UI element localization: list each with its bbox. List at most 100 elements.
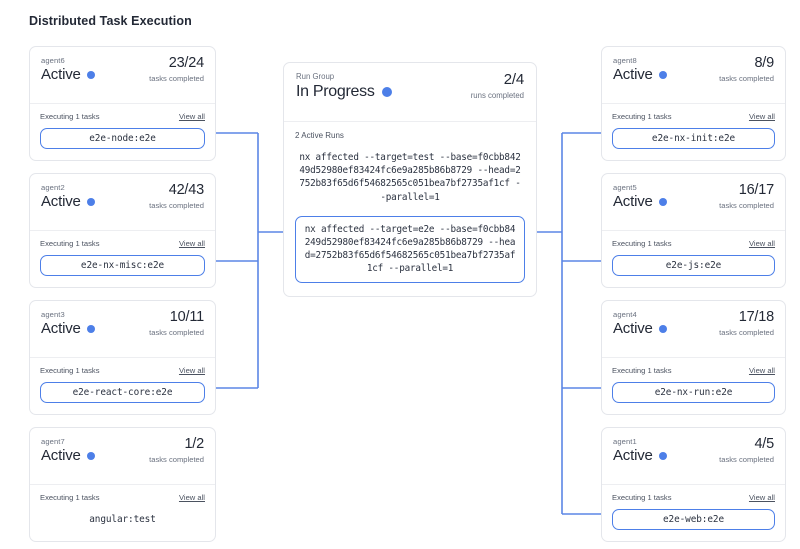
status-dot-icon: [658, 70, 667, 79]
tasks-count: 23/24: [168, 55, 204, 71]
view-all-link[interactable]: View all: [178, 112, 205, 121]
executing-label: Executing 1 tasks: [40, 493, 100, 502]
status-dot-icon: [86, 70, 95, 79]
tasks-count-label: tasks completed: [149, 201, 204, 210]
agent-card-body: Executing 1 tasks View all angular:test: [30, 484, 215, 541]
tasks-count: 4/5: [754, 436, 774, 452]
agent-card[interactable]: agent7 Active 1/2 tasks completed Execut…: [29, 427, 216, 542]
agent-card[interactable]: agent5 Active 16/17 tasks completed Exec…: [601, 173, 786, 288]
agent-card-body: Executing 1 tasks View all e2e-nx-misc:e…: [30, 230, 215, 287]
executing-label: Executing 1 tasks: [612, 112, 672, 121]
tasks-count: 8/9: [754, 55, 774, 71]
run-command-highlighted[interactable]: nx affected --target=e2e --base=f0cbb842…: [295, 215, 525, 283]
agent-card-body: Executing 1 tasks View all e2e-nx-run:e2…: [602, 357, 785, 414]
agent-card[interactable]: agent1 Active 4/5 tasks completed Execut…: [601, 427, 786, 542]
agent-name: agent3: [41, 310, 65, 319]
agent-card-body: Executing 1 tasks View all e2e-js:e2e: [602, 230, 785, 287]
active-runs-label: 2 Active Runs: [295, 131, 344, 140]
tasks-count-label: tasks completed: [719, 455, 774, 464]
tasks-count: 10/11: [169, 309, 204, 325]
runs-count: 2/4: [503, 71, 524, 88]
view-all-link[interactable]: View all: [748, 366, 775, 375]
run-command[interactable]: nx affected --target=test --base=f0cbb84…: [299, 152, 521, 203]
agent-card-body: Executing 1 tasks View all e2e-web:e2e: [602, 484, 785, 541]
agent-card[interactable]: agent4 Active 17/18 tasks completed Exec…: [601, 300, 786, 415]
view-all-link[interactable]: View all: [748, 112, 775, 121]
agent-card-header: agent2 Active 42/43 tasks completed: [30, 174, 215, 230]
tasks-count-label: tasks completed: [719, 328, 774, 337]
view-all-link[interactable]: View all: [178, 366, 205, 375]
agent-name: agent7: [41, 437, 65, 446]
task-pill[interactable]: e2e-nx-misc:e2e: [40, 255, 205, 276]
tasks-count-label: tasks completed: [149, 74, 204, 83]
view-all-link[interactable]: View all: [748, 239, 775, 248]
status-dot-icon: [658, 197, 667, 206]
status-dot-icon: [658, 324, 667, 333]
task-pill[interactable]: e2e-js:e2e: [612, 255, 775, 276]
tasks-count-label: tasks completed: [719, 201, 774, 210]
agent-name: agent4: [613, 310, 637, 319]
run-group-body: 2 Active Runs nx affected --target=test …: [284, 121, 536, 296]
agent-status: Active: [41, 193, 81, 210]
page-title: Distributed Task Execution: [29, 14, 192, 28]
agent-card-header: agent6 Active 23/24 tasks completed: [30, 47, 215, 103]
agent-card[interactable]: agent8 Active 8/9 tasks completed Execut…: [601, 46, 786, 161]
agent-status: Active: [613, 193, 653, 210]
task-pill[interactable]: e2e-nx-run:e2e: [612, 382, 775, 403]
tasks-count-label: tasks completed: [149, 455, 204, 464]
view-all-link[interactable]: View all: [178, 239, 205, 248]
agent-status: Active: [41, 320, 81, 337]
run-group-header: Run Group In Progress 2/4 runs completed: [284, 63, 536, 121]
runs-count-label: runs completed: [470, 91, 524, 100]
agent-name: agent5: [613, 183, 637, 192]
view-all-link[interactable]: View all: [748, 493, 775, 502]
agent-name: agent2: [41, 183, 65, 192]
agent-card-header: agent3 Active 10/11 tasks completed: [30, 301, 215, 357]
executing-label: Executing 1 tasks: [612, 493, 672, 502]
status-dot-icon: [86, 451, 95, 460]
task-pill[interactable]: e2e-nx-init:e2e: [612, 128, 775, 149]
tasks-count: 16/17: [738, 182, 774, 198]
status-dot-icon: [86, 197, 95, 206]
agent-card-header: agent5 Active 16/17 tasks completed: [602, 174, 785, 230]
agent-name: agent8: [613, 56, 637, 65]
agent-card-body: Executing 1 tasks View all e2e-node:e2e: [30, 103, 215, 160]
view-all-link[interactable]: View all: [178, 493, 205, 502]
agent-card-header: agent7 Active 1/2 tasks completed: [30, 428, 215, 484]
agent-status: Active: [613, 320, 653, 337]
tasks-count: 17/18: [738, 309, 774, 325]
task-pill[interactable]: e2e-react-core:e2e: [40, 382, 205, 403]
tasks-count: 42/43: [168, 182, 204, 198]
task-pill[interactable]: angular:test: [40, 509, 205, 530]
status-dot-icon: [86, 324, 95, 333]
tasks-count-label: tasks completed: [149, 328, 204, 337]
agent-status: Active: [41, 447, 81, 464]
status-dot-icon: [381, 87, 392, 97]
agent-card-body: Executing 1 tasks View all e2e-react-cor…: [30, 357, 215, 414]
executing-label: Executing 1 tasks: [40, 239, 100, 248]
agent-name: agent1: [613, 437, 637, 446]
agent-status: Active: [613, 66, 653, 83]
run-group-panel[interactable]: Run Group In Progress 2/4 runs completed…: [283, 62, 537, 297]
agent-status: Active: [41, 66, 81, 83]
executing-label: Executing 1 tasks: [612, 239, 672, 248]
agent-card-header: agent4 Active 17/18 tasks completed: [602, 301, 785, 357]
agent-card[interactable]: agent2 Active 42/43 tasks completed Exec…: [29, 173, 216, 288]
tasks-count-label: tasks completed: [719, 74, 774, 83]
agent-card-body: Executing 1 tasks View all e2e-nx-init:e…: [602, 103, 785, 160]
run-group-status: In Progress: [296, 83, 375, 100]
task-pill[interactable]: e2e-node:e2e: [40, 128, 205, 149]
agent-name: agent6: [41, 56, 65, 65]
status-dot-icon: [658, 451, 667, 460]
executing-label: Executing 1 tasks: [40, 366, 100, 375]
agent-card[interactable]: agent6 Active 23/24 tasks completed Exec…: [29, 46, 216, 161]
run-group-title: Run Group: [296, 72, 335, 81]
agent-card-header: agent1 Active 4/5 tasks completed: [602, 428, 785, 484]
agent-card[interactable]: agent3 Active 10/11 tasks completed Exec…: [29, 300, 216, 415]
tasks-count: 1/2: [184, 436, 204, 452]
agent-status: Active: [613, 447, 653, 464]
task-pill[interactable]: e2e-web:e2e: [612, 509, 775, 530]
agent-card-header: agent8 Active 8/9 tasks completed: [602, 47, 785, 103]
executing-label: Executing 1 tasks: [612, 366, 672, 375]
executing-label: Executing 1 tasks: [40, 112, 100, 121]
